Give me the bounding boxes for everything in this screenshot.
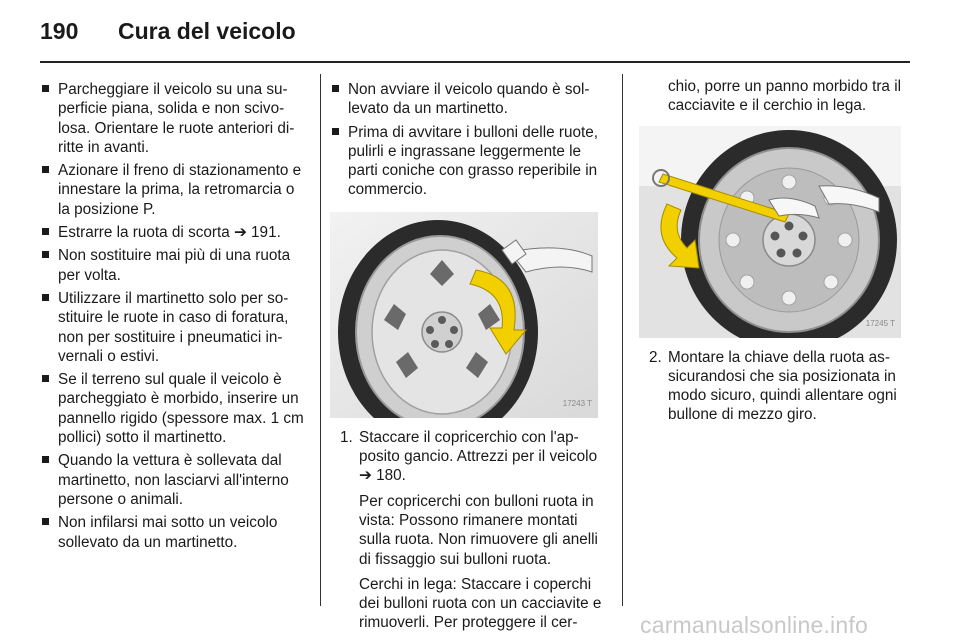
- column-1: Parcheggiare il veicolo su una su­perfic…: [40, 80, 306, 556]
- hubcap-hook-image: [330, 211, 598, 444]
- list-item: Non infilarsi mai sotto un veicolo solle…: [40, 513, 306, 552]
- safety-list: Parcheggiare il veicolo su una su­perfic…: [40, 80, 306, 552]
- header-divider: [40, 61, 910, 63]
- wheel-wrench-image: [639, 125, 901, 350]
- steps-list: 1. Staccare il copricerchio con l'ap­pos…: [330, 428, 604, 633]
- figure-code: 17243 T: [562, 399, 592, 409]
- list-item: Prima di avvitare i bulloni delle ruote,…: [330, 123, 604, 200]
- column-divider-2: [622, 74, 623, 606]
- step-1-text: Staccare il copricerchio con l'ap­posito…: [359, 428, 598, 485]
- column-2: Non avviare il veicolo quando è sol­leva…: [330, 80, 604, 639]
- column-divider-1: [320, 74, 321, 606]
- figure-code: 17245 T: [865, 319, 895, 329]
- list-item: Non sostituire mai più di una ruota per …: [40, 246, 306, 285]
- lug-wrench-illustration: 17245 T: [639, 125, 901, 350]
- page-number: 190: [40, 18, 79, 44]
- step-number: 1.: [340, 428, 353, 446]
- steps-list: 2. Montare la chiave della ruota as­sicu…: [639, 348, 911, 425]
- wheel-cover-removal-illustration: 17243 T: [330, 211, 598, 444]
- watermark: carmanualsonline.info: [640, 612, 868, 638]
- step-2-text: Montare la chiave della ruota as­sicuran…: [668, 348, 897, 424]
- list-item: Se il terreno sul quale il veicolo è par…: [40, 370, 306, 447]
- step-number: 2.: [649, 348, 662, 366]
- continued-text: chio, porre un panno morbido tra il cacc…: [668, 78, 901, 115]
- step-1: 1. Staccare il copricerchio con l'ap­pos…: [330, 428, 604, 633]
- step-1-note-visible-bolts: Per copricerchi con bulloni ruota in vis…: [359, 492, 598, 568]
- list-item: Parcheggiare il veicolo su una su­perfic…: [40, 80, 306, 157]
- page-header: 190 Cura del veicolo: [0, 0, 960, 63]
- step-1-note-alloy: Cerchi in lega: Staccare i coperchi dei …: [359, 575, 602, 632]
- list-item: Estrarre la ruota di scorta ➔ 191.: [40, 223, 306, 242]
- list-item: Quando la vettura è sollevata dal martin…: [40, 451, 306, 509]
- column-3: chio, porre un panno morbido tra il cacc…: [639, 77, 911, 431]
- step-2: 2. Montare la chiave della ruota as­sicu…: [639, 348, 911, 425]
- safety-list-continued: Non avviare il veicolo quando è sol­leva…: [330, 80, 604, 200]
- page-title: Cura del veicolo: [118, 18, 296, 44]
- list-item: Utilizzare il martinetto solo per so­sti…: [40, 289, 306, 366]
- list-item: Non avviare il veicolo quando è sol­leva…: [330, 80, 604, 119]
- list-item: Azionare il freno di stazionamento e inn…: [40, 161, 306, 219]
